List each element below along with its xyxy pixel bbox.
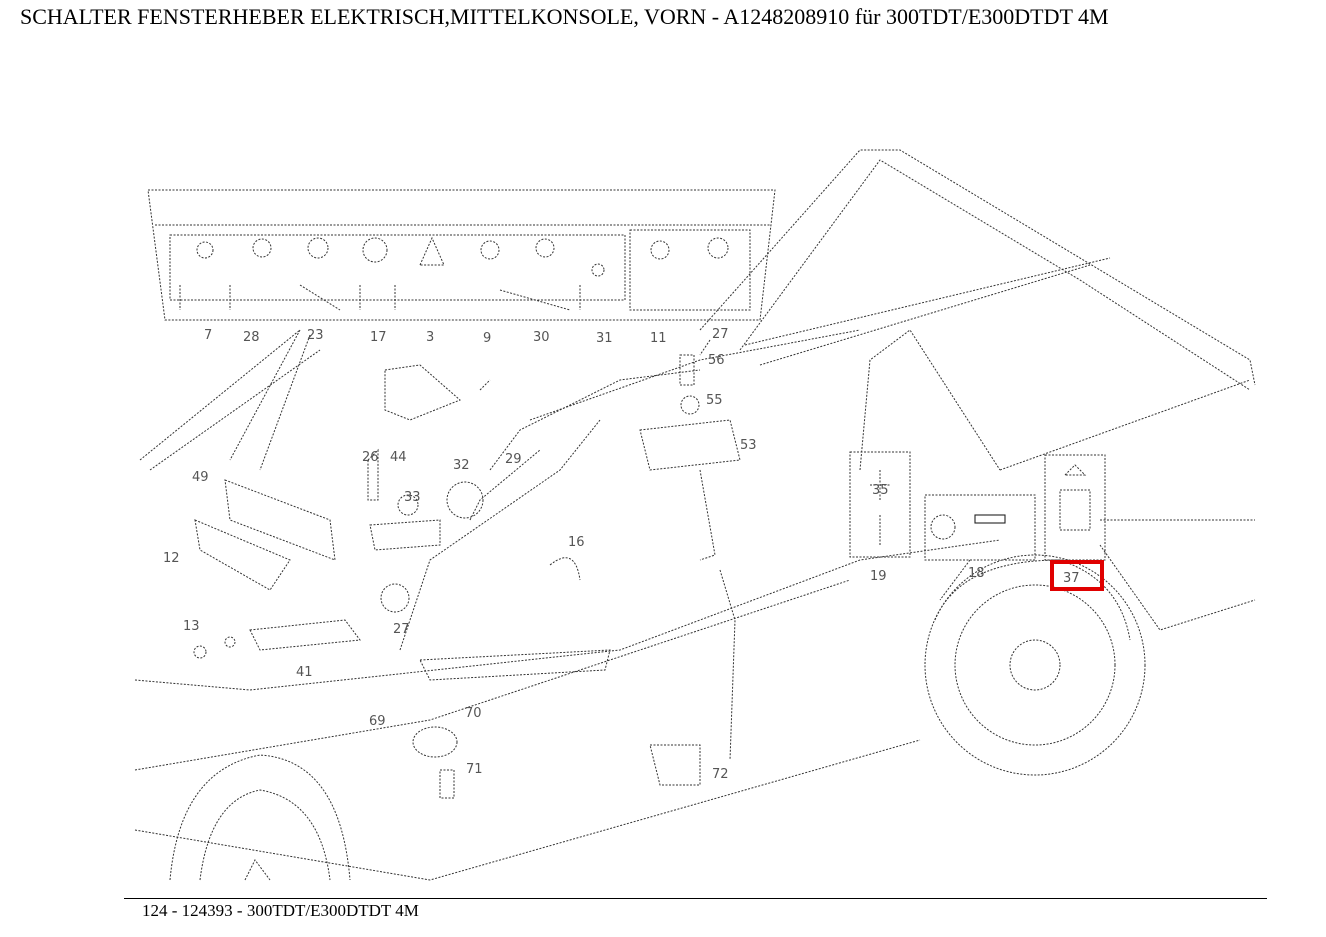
callout-label: 29 <box>505 452 522 467</box>
callout-label: 17 <box>370 330 387 345</box>
callout-label: 11 <box>650 331 667 346</box>
switch-panel <box>147 189 776 321</box>
callout-label: 33 <box>404 490 421 505</box>
callout-label: 69 <box>369 714 386 729</box>
callout-label: 26 <box>362 450 379 465</box>
rear-wheel <box>924 554 1146 776</box>
car-body-outline <box>134 149 1256 881</box>
callout-label: 27 <box>393 622 410 637</box>
callout-label: 16 <box>568 535 585 550</box>
callout-label: 49 <box>192 470 209 485</box>
page-title: SCHALTER FENSTERHEBER ELEKTRISCH,MITTELK… <box>20 4 1109 29</box>
callout-label: 19 <box>870 569 887 584</box>
callout-label: 12 <box>163 551 180 566</box>
callout-label: 27 <box>712 327 729 342</box>
callout-label: 9 <box>483 331 491 346</box>
footer-divider <box>124 898 1267 899</box>
callout-label: 32 <box>453 458 470 473</box>
callout-label: 35 <box>872 483 889 498</box>
front-wheel <box>169 754 351 881</box>
callout-label: 23 <box>307 328 324 343</box>
callout-label: 13 <box>183 619 200 634</box>
leader-lines <box>229 329 971 601</box>
window-switches <box>849 451 1106 561</box>
callout-label: 55 <box>706 393 723 408</box>
callout-label: 72 <box>712 767 729 782</box>
callout-label: 53 <box>740 438 757 453</box>
callout-label: 70 <box>465 706 482 721</box>
callout-label: 31 <box>596 331 613 346</box>
footer-text: 124 - 124393 - 300TDT/E300DTDT 4M <box>142 901 419 920</box>
callout-labels: 7 28 23 17 3 9 30 31 11 27 56 55 53 26 4… <box>163 327 1080 782</box>
callout-label: 56 <box>708 353 725 368</box>
callout-label: 30 <box>533 330 550 345</box>
parts-group <box>193 354 741 799</box>
callout-label-highlighted: 37 <box>1063 571 1080 586</box>
callout-label: 71 <box>466 762 483 777</box>
callout-label: 28 <box>243 330 260 345</box>
callout-label: 7 <box>204 328 212 343</box>
highlight-box <box>1050 560 1104 591</box>
callout-label: 41 <box>296 665 313 680</box>
callout-label: 3 <box>426 330 434 345</box>
callout-label: 44 <box>390 450 407 465</box>
callout-label: 18 <box>968 566 985 581</box>
